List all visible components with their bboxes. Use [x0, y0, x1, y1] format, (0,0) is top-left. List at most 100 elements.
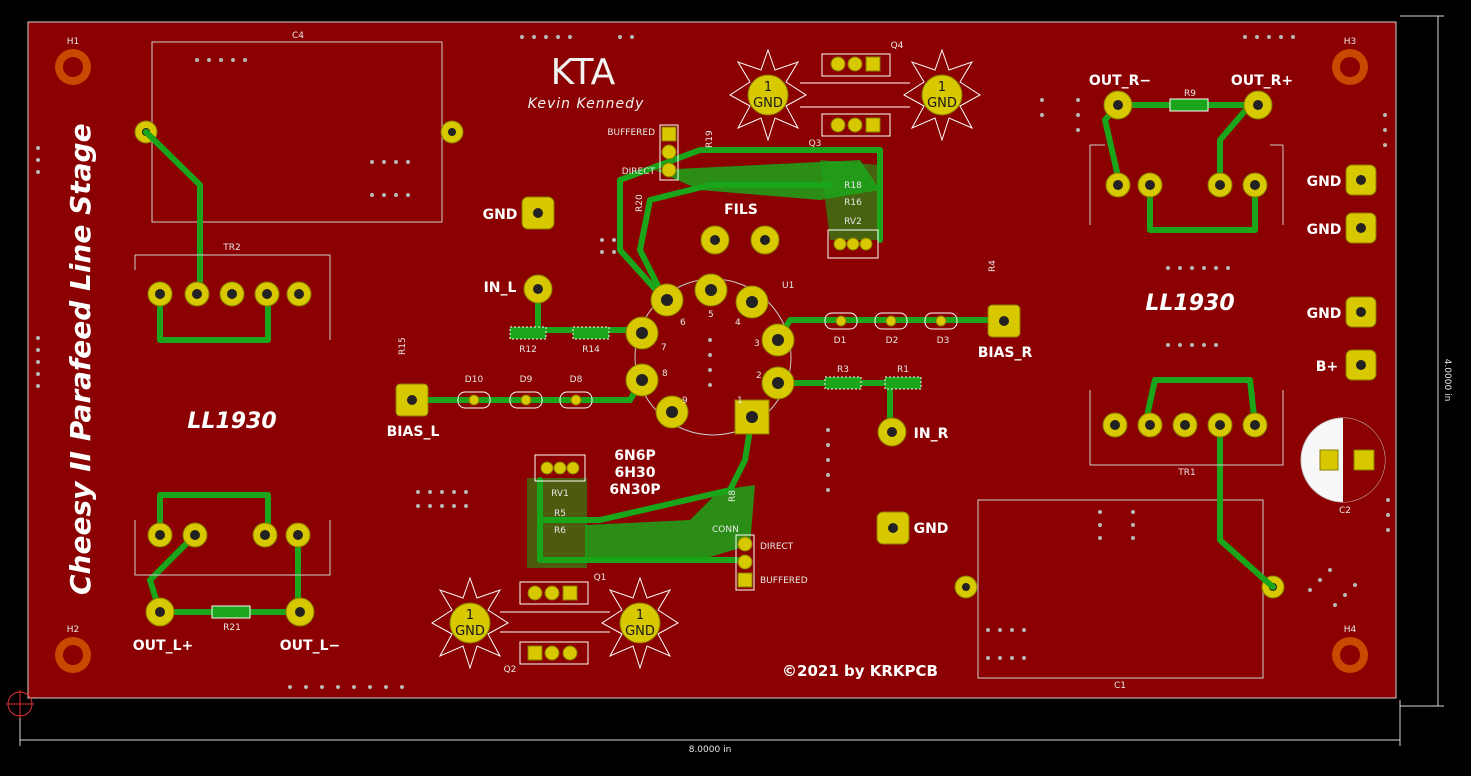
svg-text:1: 1 — [636, 608, 644, 623]
pad-gnd-mid-left: GND — [483, 196, 555, 230]
pad-gnd-mid-right: GND — [876, 511, 949, 545]
board-outline — [27, 21, 1397, 699]
svg-text:H3: H3 — [1344, 37, 1357, 47]
svg-text:DIRECT: DIRECT — [760, 542, 794, 552]
resistor-r1: R1 — [884, 365, 922, 390]
svg-text:R12: R12 — [519, 345, 537, 355]
svg-text:D3: D3 — [937, 336, 950, 346]
ref-r20: R20 — [635, 194, 645, 212]
pad-gnd-right-2: GND — [1307, 212, 1377, 244]
svg-text:2: 2 — [756, 371, 762, 381]
svg-text:OUT_L+: OUT_L+ — [133, 638, 193, 654]
capacitor-c2: C2 — [1300, 417, 1386, 516]
pad-gnd-right-1: GND — [1307, 164, 1377, 196]
copyright: ©2021 by KRKPCB — [782, 662, 938, 680]
svg-text:D2: D2 — [886, 336, 899, 346]
svg-text:D10: D10 — [465, 375, 484, 385]
svg-text:GND: GND — [483, 207, 518, 223]
svg-text:TR1: TR1 — [1177, 468, 1195, 478]
svg-text:Q2: Q2 — [504, 665, 517, 675]
svg-text:GND: GND — [455, 624, 485, 639]
svg-text:R14: R14 — [582, 345, 600, 355]
diode-d10: D10 — [457, 375, 491, 409]
pad-fils: FILS — [700, 202, 780, 255]
svg-text:H1: H1 — [67, 37, 80, 47]
pad-gnd-right-3: GND — [1307, 296, 1377, 328]
svg-text:6: 6 — [680, 318, 686, 328]
svg-text:R9: R9 — [1184, 89, 1196, 99]
pad-bias-r: BIAS_R — [978, 304, 1033, 361]
dimension-height: 4.0000 in — [1400, 15, 1452, 707]
svg-text:GND: GND — [927, 96, 957, 111]
svg-text:R5: R5 — [554, 509, 566, 519]
svg-text:C1: C1 — [1114, 681, 1126, 691]
diode-d3: D3 — [924, 312, 958, 346]
ref-q3: Q3 — [809, 139, 822, 149]
svg-text:OUT_L−: OUT_L− — [280, 638, 340, 654]
pad-b-plus: B+ — [1316, 349, 1377, 381]
resistor-r21: R21 — [211, 605, 251, 633]
svg-text:C2: C2 — [1339, 506, 1351, 516]
transistor-q4: Q4 — [800, 41, 910, 137]
svg-text:1: 1 — [764, 80, 772, 95]
gnd-star-q1-left: 1 GND — [431, 576, 509, 670]
svg-text:H2: H2 — [67, 625, 80, 635]
dimension-width-label: 8.0000 in — [689, 745, 732, 755]
svg-text:8: 8 — [662, 369, 668, 379]
svg-text:B+: B+ — [1316, 359, 1338, 375]
gnd-star-q1-right: 1 GND — [601, 576, 679, 670]
mounting-hole-h1: H1 — [55, 37, 91, 85]
ref-r16: R16 — [844, 198, 862, 208]
svg-text:D1: D1 — [834, 336, 847, 346]
svg-text:GND: GND — [1307, 222, 1342, 238]
trimmer-rv2: RV2 — [827, 217, 879, 259]
pad-in-r: IN_R — [877, 417, 949, 447]
svg-text:GND: GND — [753, 96, 783, 111]
gnd-star-q4-right: 1 GND — [903, 48, 981, 142]
svg-text:9: 9 — [682, 396, 688, 406]
resistor-r14: R14 — [572, 326, 610, 355]
board-title: Cheesy II Parafeed Line Stage — [64, 123, 97, 595]
tube-type-3: 6N30P — [609, 482, 660, 498]
svg-text:FILS: FILS — [724, 202, 758, 218]
svg-text:U1: U1 — [782, 281, 794, 291]
svg-text:RV2: RV2 — [844, 217, 862, 227]
svg-text:IN_R: IN_R — [914, 426, 949, 442]
pad-bias-l: BIAS_L — [387, 383, 439, 440]
svg-text:BUFFERED: BUFFERED — [760, 576, 808, 586]
resistor-r12: R12 — [509, 326, 547, 355]
svg-text:R3: R3 — [837, 365, 849, 375]
mounting-hole-h2: H2 — [55, 625, 91, 673]
transformer-label-right: LL1930 — [1145, 291, 1234, 316]
pad-out-r-plus: OUT_R+ — [1231, 73, 1293, 120]
svg-text:1: 1 — [466, 608, 474, 623]
svg-text:RV1: RV1 — [551, 489, 569, 499]
transformer-tr1: TR1 — [1089, 390, 1284, 478]
gnd-star-q4-left: 1 GND — [729, 48, 807, 142]
diode-d1: D1 — [824, 312, 858, 346]
svg-text:GND: GND — [1307, 174, 1342, 190]
svg-text:GND: GND — [625, 624, 655, 639]
mounting-hole-h3: H3 — [1332, 37, 1368, 85]
svg-text:H4: H4 — [1344, 625, 1357, 635]
svg-text:Q4: Q4 — [891, 41, 904, 51]
svg-text:TR2: TR2 — [222, 243, 240, 253]
trimmer-rv1: RV1 R5 R6 — [534, 454, 586, 536]
svg-text:OUT_R−: OUT_R− — [1089, 73, 1151, 89]
logo-kta: KTA — [551, 52, 616, 93]
transformer-tr2: TR2 — [134, 243, 331, 340]
jumper-top: BUFFERED DIRECT — [607, 124, 679, 181]
ref-r15: R15 — [398, 337, 408, 355]
svg-text:OUT_R+: OUT_R+ — [1231, 73, 1293, 89]
svg-text:IN_L: IN_L — [484, 280, 517, 296]
svg-text:GND: GND — [914, 521, 949, 537]
svg-text:C4: C4 — [292, 31, 304, 41]
pad-in-l: IN_L — [484, 274, 553, 304]
transformer-left-bottom — [134, 520, 331, 576]
svg-text:7: 7 — [661, 343, 667, 353]
svg-text:4: 4 — [735, 318, 741, 328]
jumper-bottom: DIRECT BUFFERED CONN — [712, 525, 808, 591]
ref-r8: R8 — [728, 490, 738, 502]
pad-out-l-plus: OUT_L+ — [133, 597, 193, 654]
ref-r18: R18 — [844, 181, 862, 191]
